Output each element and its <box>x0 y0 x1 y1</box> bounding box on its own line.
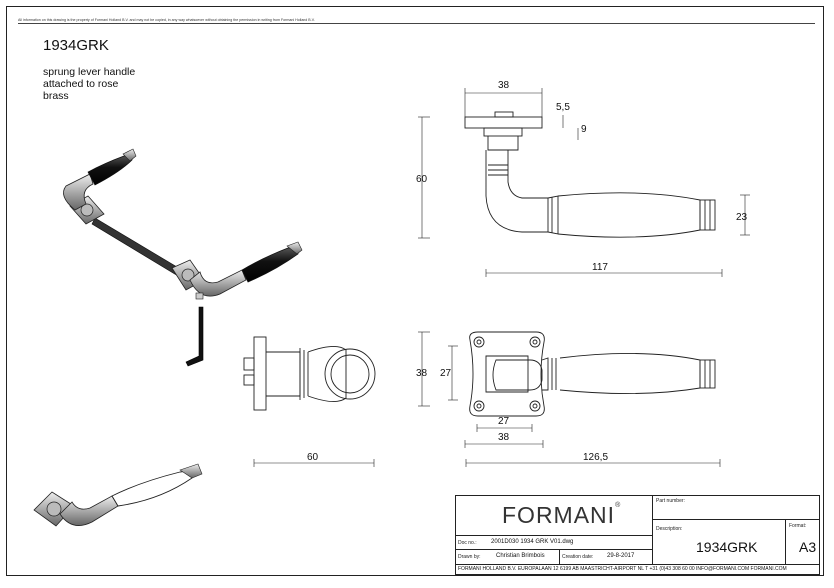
description-line-1: sprung lever handle <box>43 66 136 78</box>
part-number-cell: Part number: <box>653 496 819 520</box>
format-cell: Format: <box>786 520 819 564</box>
drawn-by-divider <box>559 550 560 564</box>
dim-height: 60 <box>416 174 428 185</box>
title-block: FORMANI® Part number: Description: 1934G… <box>455 495 820 575</box>
isometric-single-lever <box>33 463 203 527</box>
front-elevation-dimensions <box>418 331 721 467</box>
dim-length: 117 <box>592 262 608 273</box>
footer-divider <box>456 564 819 565</box>
drawn-by-row: Drawn by: Christian Brimbois Creation da… <box>456 550 653 564</box>
dim-front-rose-width: 38 <box>498 432 510 443</box>
brand-mark: ® <box>615 502 622 509</box>
dim-rose-thickness: 5,5 <box>556 102 570 113</box>
description-value: 1934GRK <box>696 539 758 555</box>
doc-no-value: 2001D030 1934 GRK V01.dwg <box>491 539 574 545</box>
brand-cell: FORMANI® <box>456 496 653 536</box>
drawn-by-value: Christian Brimbois <box>496 553 545 559</box>
dim-grip-diameter: 23 <box>736 212 748 223</box>
product-code: 1934GRK <box>43 37 109 54</box>
disclaimer-text: All information on this drawing is the p… <box>18 18 315 22</box>
dim-rose-gap: 9 <box>581 124 587 135</box>
dim-front-inner-height: 27 <box>440 368 452 379</box>
brand-name: FORMANI <box>502 502 616 528</box>
drawn-by-label: Drawn by: <box>458 554 481 560</box>
description-line-2: attached to rose <box>43 78 119 90</box>
front-elevation-view <box>469 331 716 417</box>
top-rule <box>18 23 815 24</box>
end-view-dimension <box>253 459 375 467</box>
description-line-3: brass <box>43 90 69 102</box>
dim-rose-width: 38 <box>498 80 510 91</box>
description-label: Description: <box>656 526 683 532</box>
description-cell: Description: <box>653 520 786 564</box>
format-value: A3 <box>799 539 817 555</box>
dim-front-length: 126,5 <box>583 452 608 463</box>
drawing-frame <box>6 6 824 576</box>
dim-front-inner-width: 27 <box>498 416 510 427</box>
creation-date-label: Creation date: <box>562 554 594 560</box>
side-elevation-view <box>464 111 716 238</box>
doc-no-row: Doc no.: 2001D030 1934 GRK V01.dwg <box>456 536 653 550</box>
side-elevation-dimensions <box>418 88 750 277</box>
dim-projection: 60 <box>307 452 319 463</box>
brand-logo: FORMANI® <box>502 502 621 529</box>
part-number-label: Part number: <box>656 498 685 504</box>
end-view <box>243 336 376 411</box>
format-label: Format: <box>789 523 807 529</box>
creation-date-value: 29-8-2017 <box>607 553 635 559</box>
doc-no-label: Doc no.: <box>458 540 477 546</box>
company-footer: FORMANI HOLLAND B.V. EUROPALAAN 12 6199 … <box>458 566 787 572</box>
isometric-handle-set <box>63 148 303 367</box>
dim-front-rose-height: 38 <box>416 368 428 379</box>
